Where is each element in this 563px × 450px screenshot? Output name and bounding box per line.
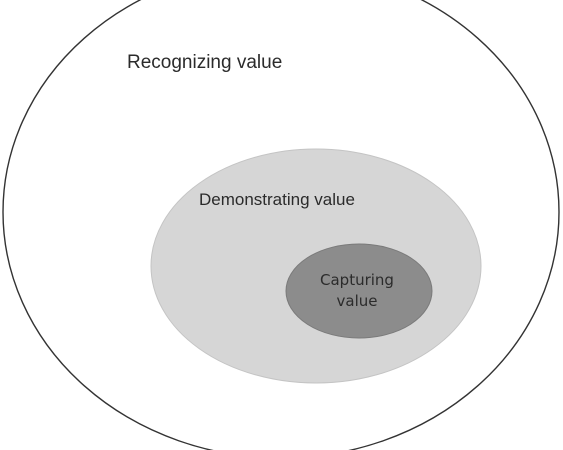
inner-ellipse-capturing xyxy=(285,243,433,339)
recognizing-value-label: Recognizing value xyxy=(127,52,282,73)
capturing-value-label-line2: value xyxy=(337,292,378,310)
capturing-value-label-line1: Capturing xyxy=(320,271,394,289)
demonstrating-value-label: Demonstrating value xyxy=(199,190,355,209)
